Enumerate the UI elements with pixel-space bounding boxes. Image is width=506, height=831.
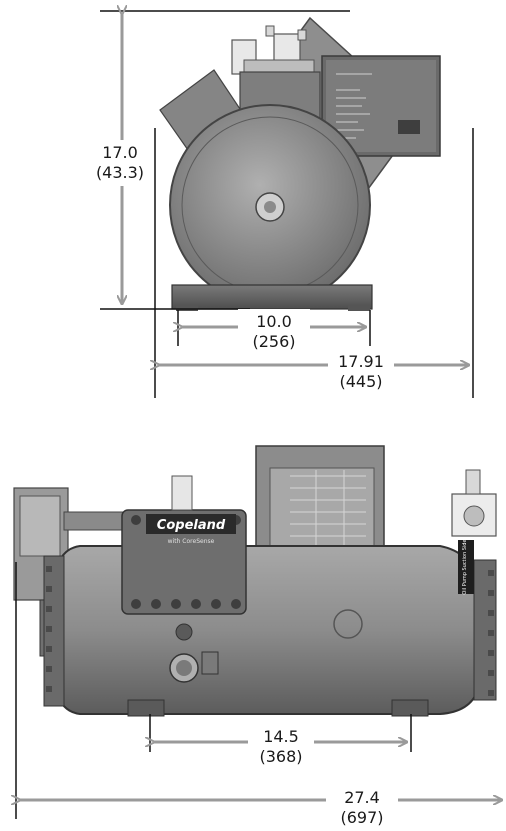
copeland-subtitle: with CoreSense [168, 538, 215, 545]
side-label: Oil Pump Suction Side [462, 539, 468, 594]
front-height-value: 17.0 [102, 143, 138, 162]
side-length-dimension: 27.4 (697) [16, 562, 502, 830]
side-feet-value: 14.5 [263, 727, 299, 746]
front-height-metric: (43.3) [96, 163, 144, 182]
front-width-value: 17.91 [338, 352, 384, 371]
side-length-metric: (697) [340, 808, 383, 827]
side-length-value: 27.4 [344, 788, 380, 807]
side-view: Copeland with CoreSense Oil Pump Suction… [13, 445, 497, 717]
front-feet-value: 10.0 [256, 312, 292, 331]
front-width-dimension: 17.91 (445) [155, 128, 474, 398]
front-height-dimension: 17.0 (43.3) [82, 11, 350, 310]
front-feet-dimension: 10.0 (256) [178, 309, 371, 353]
copeland-logo: Copeland [157, 518, 226, 533]
front-feet-metric: (256) [252, 332, 295, 351]
side-feet-metric: (368) [259, 747, 302, 766]
side-feet-dimension: 14.5 (368) [150, 714, 412, 770]
front-width-metric: (445) [339, 372, 382, 391]
front-view [159, 16, 441, 311]
